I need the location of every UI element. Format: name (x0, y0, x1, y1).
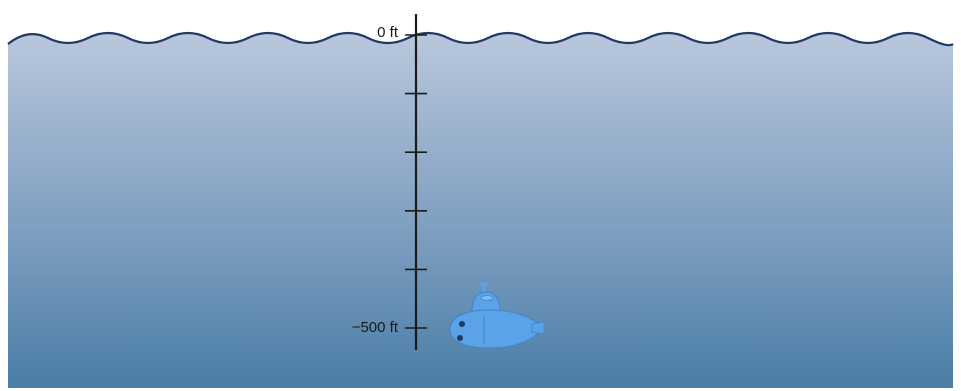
wave-surface (7, 31, 954, 47)
depth-label-top: 0 ft (377, 24, 399, 41)
depth-ticks (405, 34, 427, 329)
depth-label-bottom: −500 ft (352, 319, 399, 336)
submarine-icon (449, 282, 545, 349)
water-body (8, 33, 953, 388)
